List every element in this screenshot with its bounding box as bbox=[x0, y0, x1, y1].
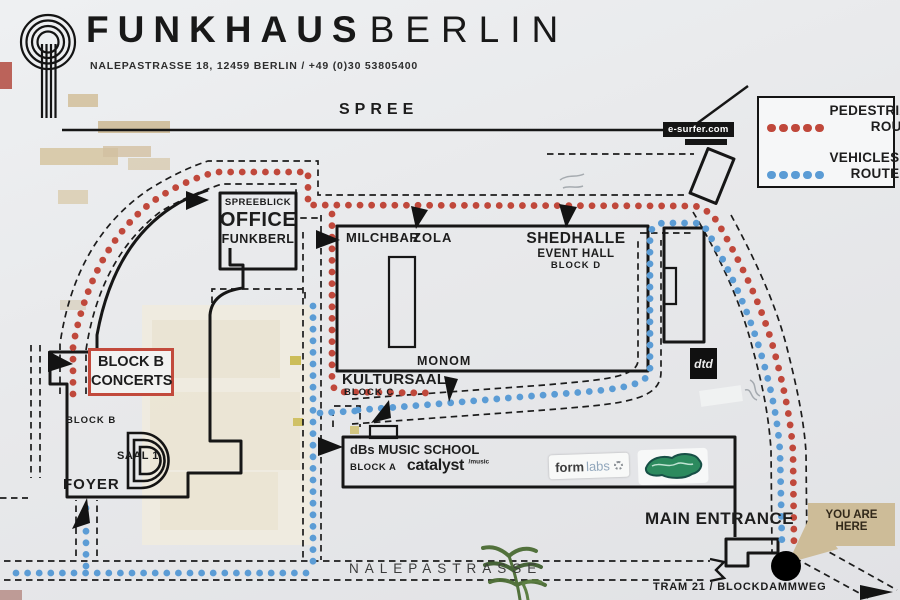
pedestrian-dots-icon bbox=[767, 123, 824, 132]
foyer-label: FOYER bbox=[63, 476, 120, 493]
riverside-building bbox=[688, 147, 736, 205]
tram-label: TRAM 21 / BLOCKDAMMWEG bbox=[653, 581, 827, 593]
saal1-d-logo bbox=[126, 431, 170, 490]
brand-light: BERLIN bbox=[369, 9, 570, 50]
plant bbox=[481, 545, 547, 600]
shedhalle-line3: BLOCK D bbox=[550, 260, 602, 271]
graffiti-sticker bbox=[637, 447, 709, 486]
block-b-concerts-box: BLOCK B CONCERTS bbox=[88, 348, 174, 396]
shedhalle-marker bbox=[559, 204, 577, 228]
office-label: SPREEBLICK OFFICE FUNKBERL bbox=[218, 197, 298, 246]
dbs-block-a-label: BLOCK A bbox=[350, 462, 397, 473]
vehicles-dots-icon bbox=[767, 170, 824, 179]
office-building bbox=[218, 191, 298, 271]
dtd-sticker: dtd bbox=[690, 348, 717, 379]
legend-pedestrian-line2: ROUTE bbox=[870, 119, 900, 134]
legend-vehicles-line1: VEHICLES bbox=[829, 150, 900, 165]
entrance-markers bbox=[48, 191, 893, 600]
block-b-concerts-line2: CONCERTS bbox=[91, 373, 173, 389]
brand-bold: FUNKHAUS bbox=[86, 9, 366, 50]
dbs-roof-box bbox=[368, 424, 399, 440]
monom-marker bbox=[444, 376, 458, 402]
foyer-marker bbox=[72, 498, 90, 529]
block-b-concerts-marker bbox=[48, 351, 73, 372]
milchbar-label: MILCHBAR bbox=[346, 230, 420, 245]
catalyst-logo-sup: /music bbox=[468, 458, 490, 466]
office-marker bbox=[186, 191, 209, 210]
dbs-label: dBs MUSIC SCHOOL bbox=[350, 442, 480, 457]
block-b-concerts-line1: BLOCK B bbox=[97, 354, 165, 370]
legend-vehicles-line2: ROUTE bbox=[850, 166, 900, 181]
zola-marker bbox=[411, 206, 428, 229]
esurfer-sticker-bar bbox=[685, 139, 727, 145]
kultursaal-block-label: BLOCK C bbox=[344, 387, 395, 398]
zola-label: ZOLA bbox=[413, 230, 453, 245]
shedhalle-line1: SHEDHALLE bbox=[526, 230, 626, 247]
buildings bbox=[48, 147, 780, 583]
dashed-channels bbox=[0, 153, 898, 600]
you-are-here-dot bbox=[771, 551, 801, 581]
monom-label: MONOM bbox=[417, 354, 472, 368]
formlabs-bold: form bbox=[554, 458, 585, 475]
you-are-here-line2: HERE bbox=[835, 521, 868, 533]
monom-shaft bbox=[387, 255, 417, 349]
kultursaal-label: KULTURSAAL bbox=[342, 371, 447, 388]
tram-direction-arrow bbox=[860, 585, 893, 600]
legend-pedestrian-line1: PEDESTRIAN bbox=[829, 103, 900, 118]
tram-stop-jog bbox=[709, 557, 727, 583]
nalepastrasse-label: NALEPASTRASSE bbox=[349, 561, 543, 576]
east-wing-building bbox=[662, 226, 706, 344]
main-entrance-label: MAIN ENTRANCE bbox=[645, 509, 795, 528]
faded-courtyard-patch bbox=[142, 305, 743, 545]
dbs-marker bbox=[318, 437, 343, 456]
catalyst-logo: catalyst bbox=[406, 457, 465, 474]
spree-label: SPREE bbox=[339, 101, 419, 118]
milchbar-marker bbox=[316, 230, 340, 249]
funkhaus-logo-icon bbox=[19, 13, 77, 118]
esurfer-sticker: e-surfer.com bbox=[663, 122, 734, 137]
shedhalle-label: SHEDHALLE EVENT HALL BLOCK D bbox=[520, 230, 632, 271]
shedhalle-line2: EVENT HALL bbox=[537, 248, 615, 260]
route-legend: PEDESTRIAN ROUTE VEHICLES ROUTE bbox=[757, 96, 900, 188]
you-are-here-line1: YOU ARE bbox=[825, 509, 878, 521]
saal1-label: SAAL 1 bbox=[117, 450, 159, 462]
pencil-scribbles bbox=[559, 173, 761, 401]
dbs-building bbox=[341, 435, 737, 489]
pedestrian-route bbox=[69, 168, 798, 550]
office-line1: SPREEBLICK bbox=[224, 197, 292, 208]
office-line3: FUNKBERL bbox=[221, 232, 295, 246]
you-are-here-bubble: YOU ARE HERE bbox=[808, 503, 895, 546]
block-b-small-label: BLOCK B bbox=[66, 415, 117, 426]
main-entrance-structure bbox=[724, 537, 780, 568]
dbs-block-a-row: BLOCK A catalyst /music bbox=[350, 457, 489, 475]
block-b-building bbox=[48, 188, 245, 499]
formlabs-light: labs bbox=[585, 457, 611, 474]
kultursaal-marker bbox=[371, 400, 391, 423]
brand-address: NALEPASTRASSE 18, 12459 BERLIN / +49 (0)… bbox=[90, 60, 419, 72]
office-line2: OFFICE bbox=[219, 209, 297, 231]
legend-pedestrian-row: PEDESTRIAN ROUTE bbox=[767, 103, 900, 135]
formlabs-gear-icon bbox=[613, 460, 624, 470]
legend-vehicles-row: VEHICLES ROUTE bbox=[767, 150, 899, 182]
